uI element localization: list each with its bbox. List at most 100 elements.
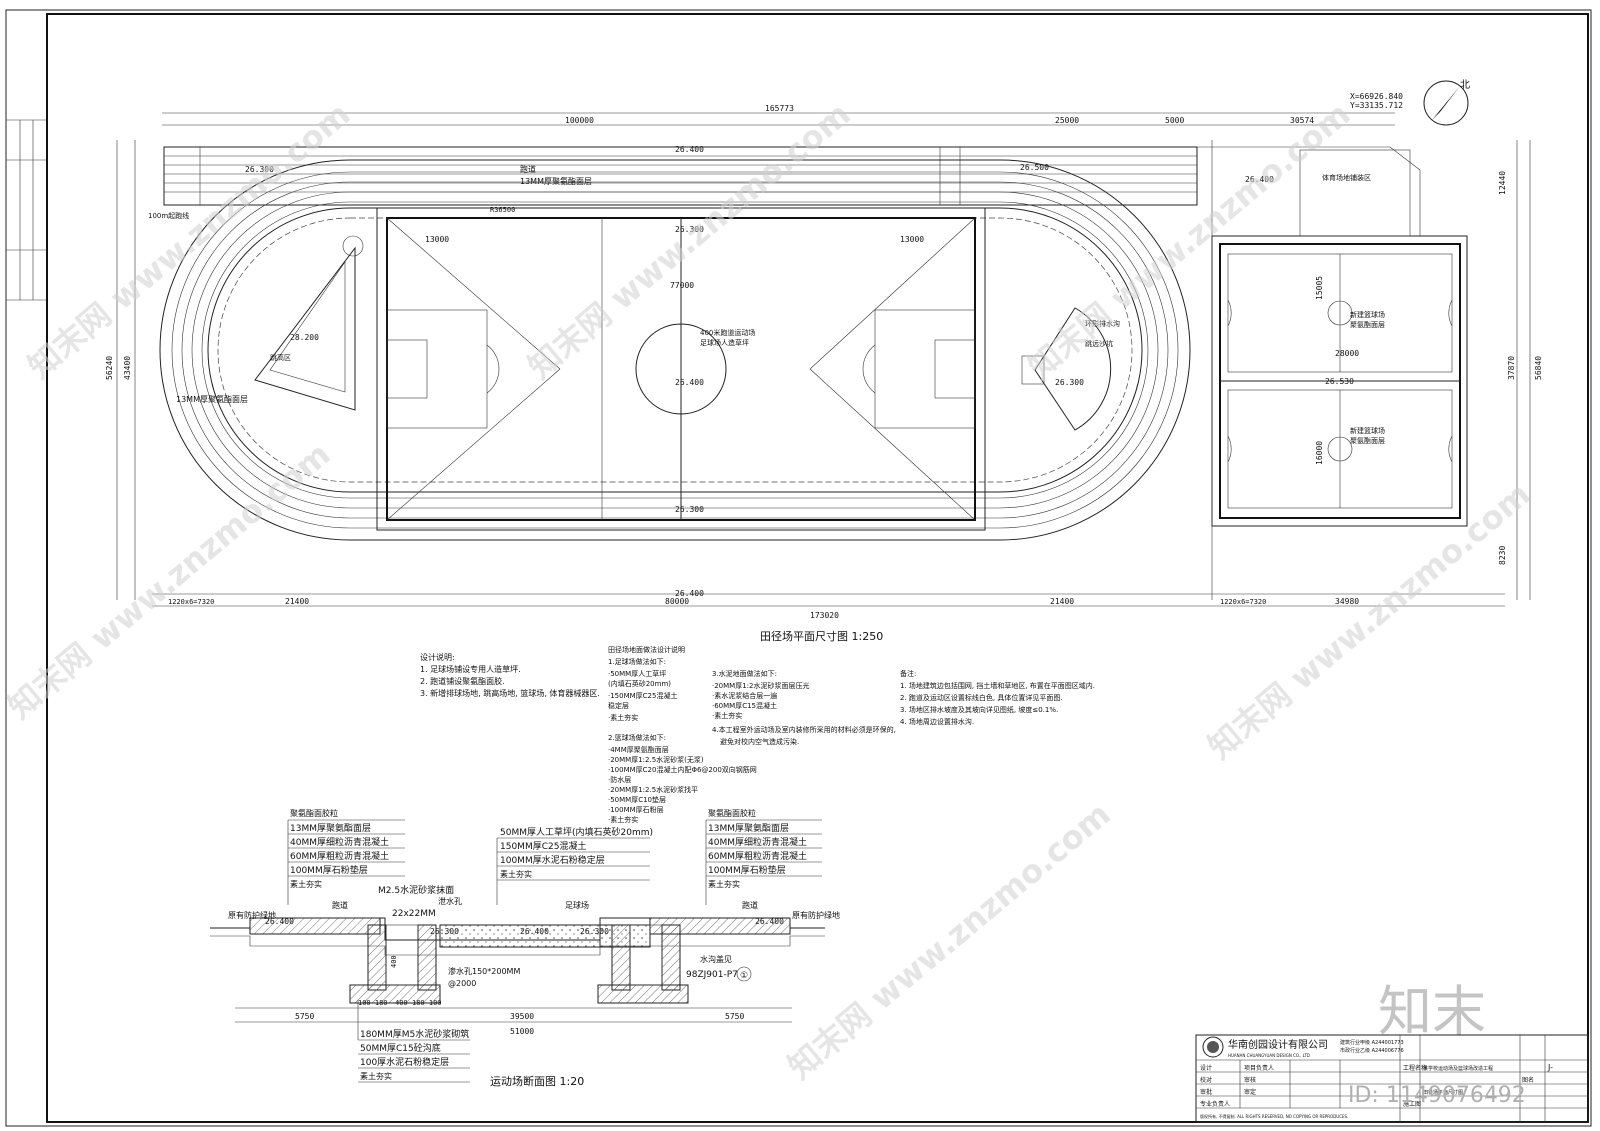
cert: 市政行业乙级 A244006776 xyxy=(1340,1047,1404,1054)
elevation: 26.300 xyxy=(245,165,274,174)
section-layer: 13MM厚聚氨酯面层 xyxy=(708,822,789,834)
design-note: 3. 新增排球场地, 跳高场地, 篮球场, 体育器械器区. xyxy=(420,688,600,698)
section-dim: 400 xyxy=(395,999,408,1007)
cement-note: ·60MM厚C15混凝土 xyxy=(712,701,777,710)
section-layer: 素土夯实 xyxy=(500,869,532,879)
section-dim: 400 xyxy=(390,955,398,968)
dim: 56840 xyxy=(1534,356,1543,380)
track-label-1: 跑道 xyxy=(520,164,536,174)
watermark-site: 知末网 www.znzmo.com xyxy=(521,95,858,386)
section-elev: 26.400 xyxy=(520,927,549,936)
dim: 1220x6=7320 xyxy=(168,598,214,606)
design-notes-title: 设计说明: xyxy=(420,652,455,662)
center-label-2: 足球场人造草坪 xyxy=(700,338,749,347)
plan-labels: 田径场平面尺寸图 1:250 北 X=66926.840 Y=33135.712… xyxy=(105,79,1543,643)
design-note: 2. 跑道铺设聚氨酯面胶. xyxy=(420,676,505,686)
high-jump-label: 跳高区 xyxy=(270,353,291,362)
field-notes-title: 田径场地面做法设计说明 xyxy=(608,645,685,654)
track-lane-3 xyxy=(191,191,1159,509)
tb-row: 专业负责人 xyxy=(1200,1100,1230,1108)
dimension-lines xyxy=(116,112,1531,607)
cement-notes-title: 3.水泥地面做法如下: xyxy=(712,669,777,678)
field-note: ·50MM厚C10垫层 xyxy=(608,795,666,804)
section-layer: 60MM厚粗粒沥青混凝土 xyxy=(708,850,807,862)
field-note: 2.篮球场做法如下: xyxy=(608,733,666,742)
section-dim: 5750 xyxy=(725,1012,744,1021)
field-note: ·4MM厚聚氨酯面层 xyxy=(608,745,669,754)
section-layer: 100MM厚水泥石粉稳定层 xyxy=(500,854,605,866)
watermark-site: 知末网 www.znzmo.com xyxy=(1,435,338,726)
section-label: 22x22MM xyxy=(392,909,436,919)
section-layer: 100厚水泥石粉稳定层 xyxy=(360,1056,449,1068)
elevation: 26.400 xyxy=(675,145,704,154)
section-label: 足球场 xyxy=(565,900,589,910)
inner-field-dashed-line xyxy=(217,217,1133,483)
dim: 28000 xyxy=(1335,349,1359,358)
penalty-area-right xyxy=(874,309,976,429)
section-elev: 26.400 xyxy=(265,917,294,926)
elevation: 28.200 xyxy=(290,333,319,342)
cement-note: 避免对校内空气造成污染. xyxy=(720,737,799,746)
section-layer: 50MM厚人工草坪(内填石英砂20mm) xyxy=(500,826,653,838)
track-outer-boundary xyxy=(159,159,1191,541)
football-field-outer xyxy=(376,207,986,531)
section-layer: 60MM厚粗粒沥青混凝土 xyxy=(290,850,389,862)
section-labels: 聚氨酯面胶粒 13MM厚聚氨酯面层 40MM厚细粒沥青混凝土 60MM厚粗粒沥青… xyxy=(228,808,840,1088)
track-lane-1 xyxy=(171,171,1179,529)
cement-note: 4.本工程室外运动场及室内装修所采用的材料必须是环保的, xyxy=(712,725,896,734)
section-elev: 26.400 xyxy=(755,917,784,926)
section-label: 渗水孔150*200MM xyxy=(448,966,520,976)
elevation: 26.400 xyxy=(1245,175,1274,184)
dim: 21400 xyxy=(285,597,309,606)
dim: 30574 xyxy=(1290,116,1314,125)
tb-row: 审批 xyxy=(1200,1088,1212,1096)
tb-row: 项目负责人 xyxy=(1244,1064,1274,1072)
court-label-2: 聚氨酯面层 xyxy=(1350,320,1385,329)
dim: 80000 xyxy=(665,597,689,606)
dim: 173020 xyxy=(810,611,839,620)
cement-note: ·20MM厚1:2水泥砂浆面层压光 xyxy=(712,681,809,690)
straight-label: 100m起跑线 xyxy=(148,211,189,220)
section-layer: 150MM厚C25混凝土 xyxy=(500,840,586,852)
sheet-border-inner xyxy=(46,13,1589,1123)
cement-note: ·素水泥浆结合层一遍 xyxy=(712,691,777,700)
stage: 施工图 xyxy=(1403,1100,1421,1108)
watermark-site: 知末网 www.znzmo.com xyxy=(1021,95,1358,386)
long-jump-fan xyxy=(1034,307,1112,431)
tb-row: 审核 xyxy=(1244,1076,1256,1084)
drawing-number: J- xyxy=(1547,1063,1553,1072)
section-drawing xyxy=(210,819,825,1083)
center-label-1: 400米跑道运动场 xyxy=(700,328,755,337)
track-lane-2 xyxy=(181,181,1169,519)
section-layer: 素土夯实 xyxy=(360,1071,392,1081)
dim: 25000 xyxy=(1055,116,1079,125)
dim: 5000 xyxy=(1165,116,1184,125)
dim: 8230 xyxy=(1498,546,1507,565)
drain-label: 环形排水沟 xyxy=(1085,319,1120,328)
section-label: 98ZJ901-P7 xyxy=(686,970,738,980)
long-jump-label: 跳远沙坑 xyxy=(1085,339,1113,348)
section-elev: 26.300 xyxy=(580,927,609,936)
section-layer: 13MM厚聚氨酯面层 xyxy=(290,822,371,834)
section-dim: 39500 xyxy=(510,1012,534,1021)
track-label-2: 13MM厚聚氨酯面层 xyxy=(520,176,592,186)
dim: 37870 xyxy=(1507,356,1516,380)
elevation: 26.300 xyxy=(675,225,704,234)
field-note: ·20MM厚1:2.5水泥砂浆找平 xyxy=(608,785,698,794)
design-note: 1. 足球场铺设专用人造草坪. xyxy=(420,664,521,674)
section-label: M2.5水泥砂浆抹面 xyxy=(378,884,454,896)
field-note: ·100MM厚石粉层 xyxy=(608,805,664,814)
court-top-label: 体育场地铺装区 xyxy=(1322,173,1371,182)
section-label: @2000 xyxy=(448,979,476,988)
section-layer: 聚氨酯面胶粒 xyxy=(708,808,756,818)
north-arrow xyxy=(1423,80,1469,126)
tb-row: 设计 xyxy=(1200,1064,1212,1072)
drawing-label: 图名 xyxy=(1522,1076,1534,1084)
tb-row: 校对 xyxy=(1200,1076,1212,1084)
drawing-name: 田径场平面尺寸图 xyxy=(1423,1089,1463,1096)
north-label: 北 xyxy=(1460,79,1470,91)
field-note: ·150MM厚C25混凝土 xyxy=(608,691,677,700)
sheet-border-outer xyxy=(5,9,1592,1127)
dim: 12440 xyxy=(1498,171,1507,195)
